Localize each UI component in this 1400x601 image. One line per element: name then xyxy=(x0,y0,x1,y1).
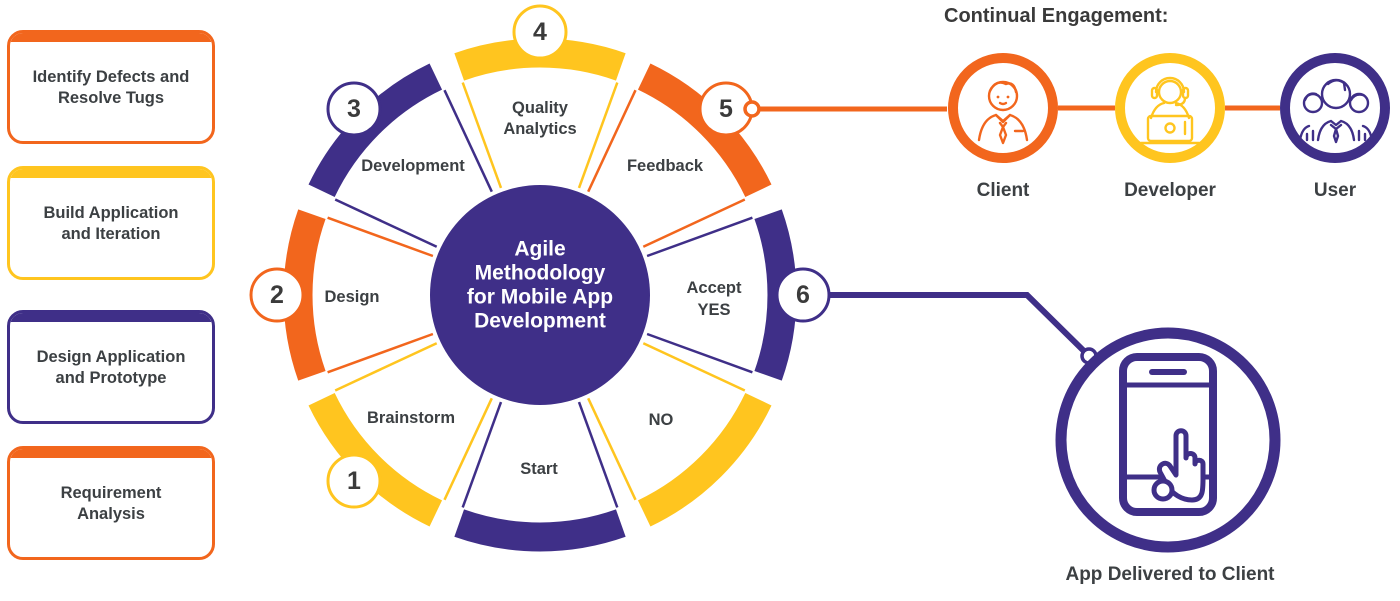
step-circle-3 xyxy=(326,81,382,137)
step-circle-1 xyxy=(326,453,382,509)
segment-label-analytics: Analytics xyxy=(503,120,576,138)
client-circle xyxy=(948,53,1058,163)
card-text-line2: and Iteration xyxy=(61,224,161,243)
center-title-line3: for Mobile App xyxy=(467,286,613,309)
center-title-line4: Development xyxy=(474,310,606,333)
step-number-5: 5 xyxy=(719,95,733,123)
wheel-center-circle xyxy=(430,185,650,405)
segment-label-start: Start xyxy=(520,460,558,478)
card-top-bar xyxy=(10,313,212,322)
step-circle-6 xyxy=(775,267,831,323)
card-identify-defects: Identify Defects and Resolve Tugs xyxy=(7,30,215,144)
card-text: Build Application and Iteration xyxy=(10,178,212,277)
card-top-bar xyxy=(10,169,212,178)
card-design-application: Design Application and Prototype xyxy=(7,310,215,424)
step-number-1: 1 xyxy=(347,467,361,495)
step-number-3: 3 xyxy=(347,95,361,123)
segment-label-accept: Accept xyxy=(686,279,742,297)
continual-engagement-heading: Continual Engagement: xyxy=(944,5,1168,27)
card-text-line1: Identify Defects and xyxy=(32,67,190,86)
step-number-6: 6 xyxy=(796,281,810,309)
segment-label-development: Development xyxy=(361,157,465,175)
app-delivered-label: App Delivered to Client xyxy=(1065,564,1275,585)
segment-divider-lines xyxy=(327,82,753,508)
segment-label-design: Design xyxy=(324,288,379,306)
connector-accept-to-delivery xyxy=(829,292,1092,359)
step-circle-2 xyxy=(249,267,305,323)
segment-label-quality: Quality xyxy=(512,99,569,117)
card-top-bar xyxy=(10,449,212,458)
app-delivery-circle xyxy=(1055,327,1281,553)
step-number-4: 4 xyxy=(533,18,547,46)
client-label: Client xyxy=(977,180,1030,201)
card-text-line2: Analysis xyxy=(77,504,145,523)
connector-node-step5 xyxy=(743,100,761,118)
card-text-line2: and Prototype xyxy=(55,368,167,387)
segment-label-no: NO xyxy=(649,411,674,429)
segment-label-feedback: Feedback xyxy=(627,157,704,175)
card-text-line1: Requirement xyxy=(60,483,162,502)
step-circle-4 xyxy=(512,4,568,60)
center-title-line2: Methodology xyxy=(475,262,606,285)
user-label: User xyxy=(1314,180,1357,201)
card-text-line1: Design Application xyxy=(36,347,186,366)
developer-circle xyxy=(1115,53,1225,163)
card-top-bar xyxy=(10,33,212,42)
segment-label-yes: YES xyxy=(697,301,730,319)
developer-label: Developer xyxy=(1124,180,1216,201)
card-text-line2: Resolve Tugs xyxy=(57,88,165,107)
segment-arc-no xyxy=(637,392,772,527)
card-text: Requirement Analysis xyxy=(10,458,212,557)
phone-tap-icon xyxy=(1119,353,1217,516)
card-requirement-analysis: Requirement Analysis xyxy=(7,446,215,560)
card-text-line1: Build Application xyxy=(43,203,179,222)
step-number-2: 2 xyxy=(270,281,284,309)
segment-label-brainstorm: Brainstorm xyxy=(367,409,455,427)
client-person-icon xyxy=(977,80,1029,145)
user-group-icon xyxy=(1298,78,1374,144)
card-text: Design Application and Prototype xyxy=(10,322,212,421)
center-title-line1: Agile xyxy=(514,238,565,261)
developer-headset-icon xyxy=(1139,76,1201,145)
card-text: Identify Defects and Resolve Tugs xyxy=(10,42,212,141)
segment-arc-start xyxy=(454,509,626,552)
touch-point-circle xyxy=(1151,478,1175,502)
card-build-application: Build Application and Iteration xyxy=(7,166,215,280)
